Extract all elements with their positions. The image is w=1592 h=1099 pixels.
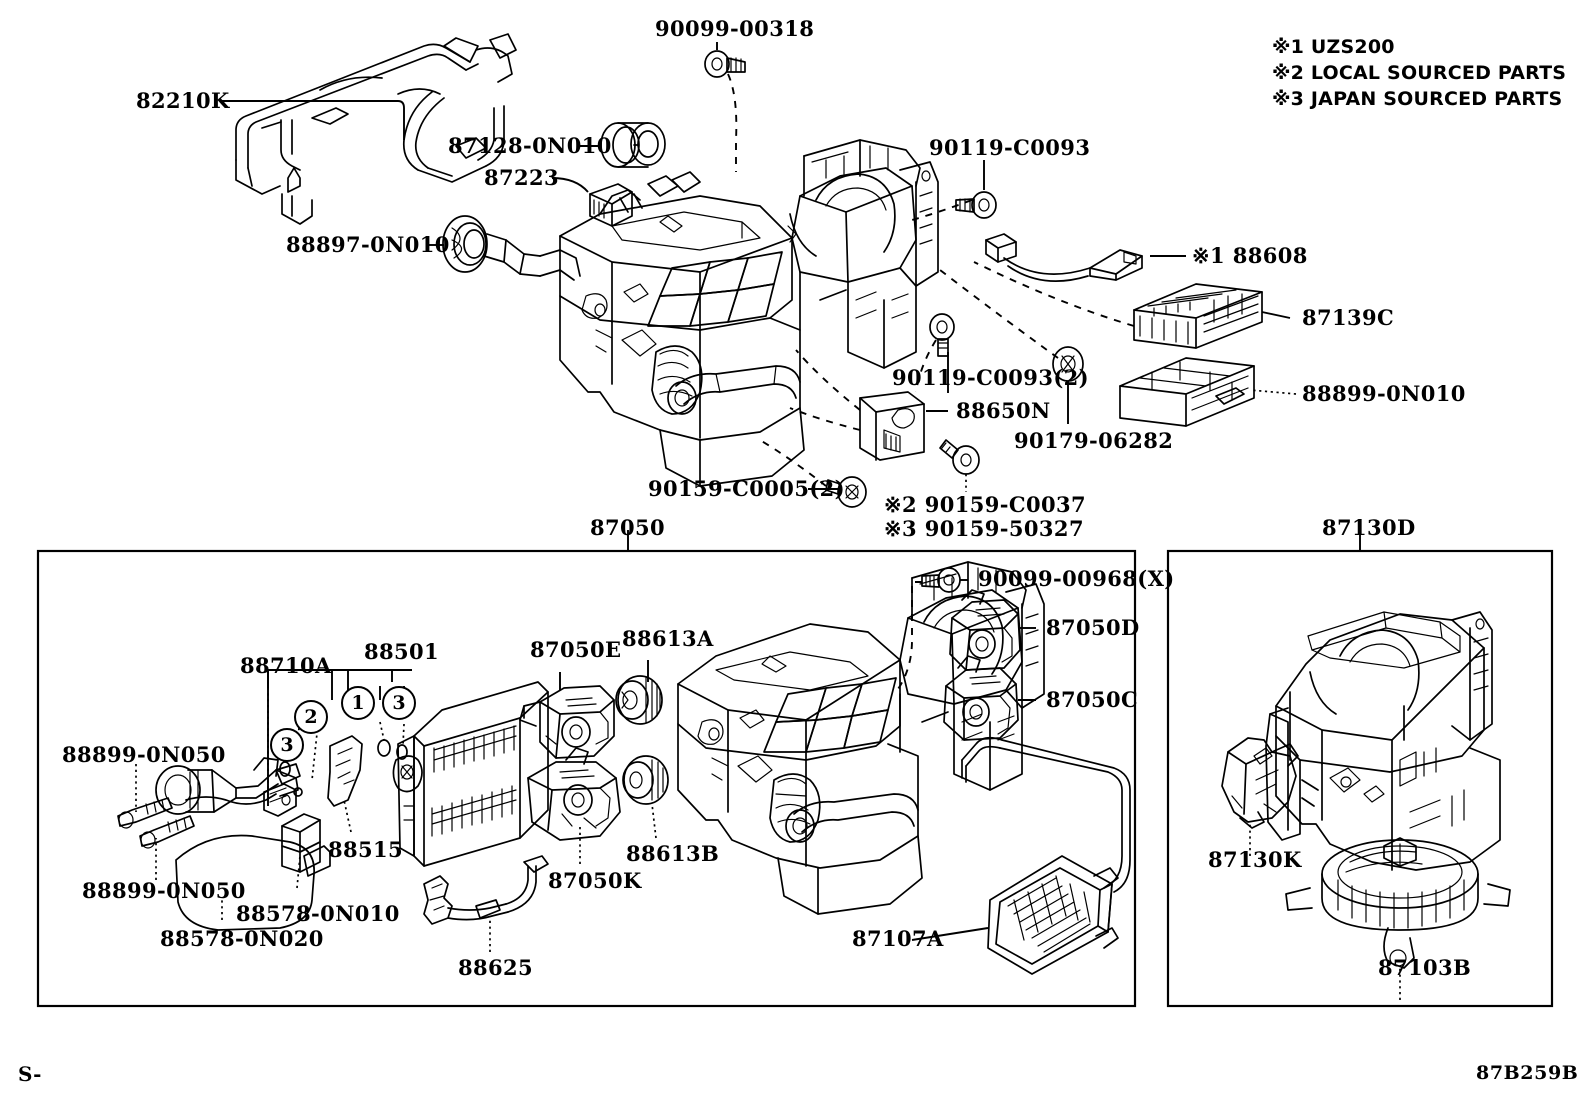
part-label-90179-06282[interactable]: 90179-06282: [1014, 428, 1174, 453]
art-bolt-90159-C0005: [825, 476, 867, 508]
callout-number-1: 1: [341, 686, 375, 720]
part-label-87128-0N010[interactable]: 87128-0N010: [448, 133, 612, 158]
legend-line-3: ※3 JAPAN SOURCED PARTS: [1272, 88, 1563, 110]
part-label-87103B[interactable]: 87103B: [1378, 955, 1472, 980]
legend-line-2: ※2 LOCAL SOURCED PARTS: [1272, 62, 1567, 84]
part-label-90099-00968[interactable]: 90099-00968(X): [978, 566, 1175, 591]
part-label-88710A[interactable]: 88710A: [240, 653, 332, 678]
art-bolt-90099-00318: [704, 50, 746, 78]
art-bolt-90119-C0093: [955, 191, 997, 219]
art-bolt-90159-C0037: [939, 439, 980, 475]
part-label-90159-C0005-2[interactable]: 90159-C0005(2): [648, 476, 846, 501]
part-label-90159-50327[interactable]: ※3 90159-50327: [884, 516, 1084, 541]
part-label-87223[interactable]: 87223: [484, 165, 560, 190]
part-label-88613B[interactable]: 88613B: [626, 841, 720, 866]
art-bolt-90119-C0093-2: [929, 313, 955, 357]
panel-left-border: [36, 549, 1137, 1008]
art-oring-88710A-3: [279, 761, 303, 797]
legend-line-1: ※1 UZS200: [1272, 36, 1395, 58]
part-label-87050K[interactable]: 87050K: [548, 868, 642, 893]
part-label-88578-0N010[interactable]: 88578-0N010: [236, 901, 400, 926]
panel-left-title[interactable]: 87050: [590, 515, 666, 540]
part-label-88899-0N050-a[interactable]: 88899-0N050: [62, 742, 226, 767]
art-clip-87223: [589, 183, 633, 227]
art-hvac-main-housing: [539, 139, 939, 487]
part-label-87050D[interactable]: 87050D: [1046, 615, 1140, 640]
art-actuator-87050K: [527, 747, 621, 841]
diagram-code: 87B259B: [1476, 1062, 1579, 1084]
part-label-90119-C0093[interactable]: 90119-C0093: [929, 135, 1091, 160]
art-oring-88501-1: [377, 739, 391, 757]
art-sensor-88625: [423, 855, 549, 925]
part-label-88625[interactable]: 88625: [458, 955, 534, 980]
art-actuator-87050C: [943, 655, 1019, 741]
callout-number-2: 2: [294, 700, 328, 734]
part-label-90099-00318[interactable]: 90099-00318: [655, 16, 815, 41]
part-label-88897-0N010[interactable]: 88897-0N010: [286, 232, 450, 257]
art-actuator-87050D: [949, 589, 1021, 671]
part-label-87139C[interactable]: 87139C: [1302, 305, 1395, 330]
part-label-88613A[interactable]: 88613A: [622, 626, 714, 651]
art-resistor-87130K: [1221, 737, 1299, 829]
part-label-87050C[interactable]: 87050C: [1046, 687, 1139, 712]
callout-number-3b: 3: [382, 686, 416, 720]
art-hose-88710A: [155, 757, 301, 817]
art-screws-88899-0N050: [117, 797, 195, 849]
art-actuator-87050E: [519, 685, 615, 759]
panel-right-title[interactable]: 87130D: [1322, 515, 1416, 540]
part-label-88899-0N010[interactable]: 88899-0N010: [1302, 381, 1466, 406]
leader-lines-main: [222, 42, 1297, 492]
art-grommet-87128: [600, 122, 666, 168]
part-label-88899-0N050-b[interactable]: 88899-0N050: [82, 878, 246, 903]
part-label-88650N[interactable]: 88650N: [956, 398, 1051, 423]
art-module-88650N: [859, 391, 925, 461]
legend-block: ※1 UZS200 ※2 LOCAL SOURCED PARTS ※3 JAPA…: [1272, 34, 1566, 112]
part-label-90119-C0093-2[interactable]: 90119-C0093(2): [892, 365, 1090, 390]
leader-lines-panel-right: [1249, 530, 1401, 1000]
art-seal-88897: [442, 215, 541, 277]
art-gear-88613B: [622, 755, 669, 805]
art-evaporator-88501: [392, 681, 549, 867]
art-filter-87139C: [1133, 283, 1263, 349]
art-wire-harness-82210K: [235, 33, 517, 225]
art-blower-motor-87103B: [1285, 837, 1511, 969]
art-filter-case-88899-0N010: [1119, 357, 1255, 427]
part-label-87130K[interactable]: 87130K: [1208, 847, 1302, 872]
art-heater-core-87107A: [961, 736, 1131, 975]
sheet-corner-mark: S-: [18, 1062, 42, 1086]
part-label-87050E[interactable]: 87050E: [530, 637, 622, 662]
art-clip-88515: [327, 735, 363, 807]
part-label-88608[interactable]: ※1 88608: [1192, 243, 1308, 268]
part-label-87107A[interactable]: 87107A: [852, 926, 944, 951]
art-bolt-90099-00968: [921, 567, 961, 593]
art-blower-case-87130D: [1265, 611, 1501, 871]
part-label-90159-C0037[interactable]: ※2 90159-C0037: [884, 492, 1087, 517]
art-gear-88613A: [615, 675, 663, 725]
part-label-82210K[interactable]: 82210K: [136, 88, 230, 113]
art-connector-88608: [985, 233, 1143, 282]
callout-number-3a: 3: [270, 728, 304, 762]
part-label-88578-0N020[interactable]: 88578-0N020: [160, 926, 324, 951]
art-oring-88501-3: [396, 744, 408, 760]
art-pad-88578-0N010: [281, 813, 331, 877]
part-label-88501[interactable]: 88501: [364, 639, 440, 664]
part-label-88515[interactable]: 88515: [328, 837, 404, 862]
